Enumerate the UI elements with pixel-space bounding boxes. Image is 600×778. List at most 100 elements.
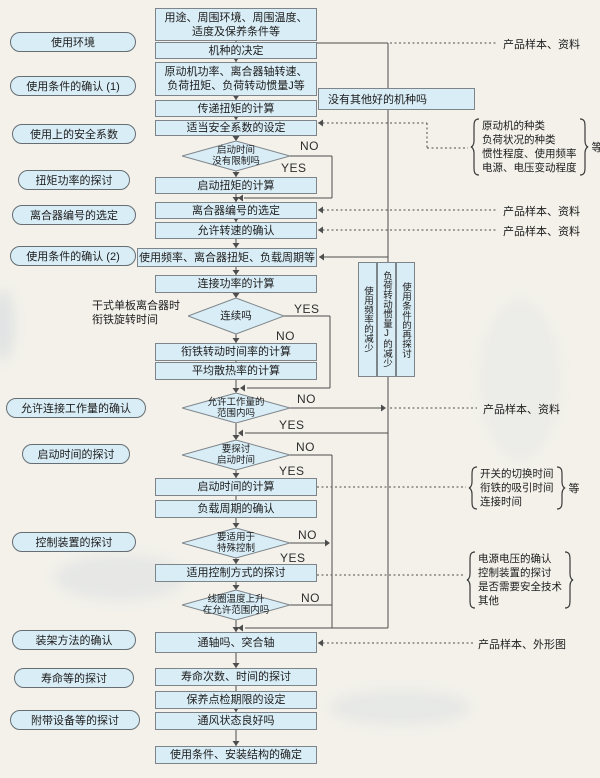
label-text: 使用条件的确认 (2)	[26, 251, 120, 263]
yes-label: YES	[294, 302, 320, 316]
yes-label: YES	[281, 161, 307, 175]
box-text: 使用条件、安装结构的确定	[170, 749, 302, 761]
box-text: 寿命次数、时间的探讨	[181, 671, 291, 683]
consideration-list-safety-factor: 原动机的种类 负荷状况的种类 惯性程度、使用频率 电源、电压变动程度 等	[470, 118, 600, 176]
box-text: 启动扭矩的计算	[197, 179, 275, 192]
left-brace-icon	[470, 118, 480, 176]
decision-text: 特殊控制	[216, 543, 255, 554]
right-brace-icon	[564, 551, 574, 609]
no-label: NO	[298, 528, 317, 542]
list-item: 控制装置的探讨	[478, 567, 552, 579]
list-item: 原动机的种类	[482, 120, 545, 132]
left-brace-icon	[468, 466, 478, 510]
decision-text: 允许工作量的	[207, 397, 265, 408]
label-torque-power-study: 扭矩功率的探讨	[18, 170, 130, 190]
consideration-list-control-device: 电源电压的确认 控制装置的探讨 是否需要安全技术 其他	[466, 551, 574, 609]
note-line: 衔铁旋转时间	[92, 314, 158, 326]
no-label: NO	[296, 440, 315, 454]
annotation-product-sample-allowable-speed: 产品样本、资料	[503, 226, 580, 238]
box-armature-rotation-time-rate-calc: 衔铁转动时间率的计算	[155, 343, 317, 361]
label-safety-factor: 使用上的安全系数	[12, 124, 136, 144]
box-duty-cycle-check: 负载周期的确认	[155, 500, 317, 518]
list-item: 其他	[478, 595, 499, 607]
label-text: 启动时间的探讨	[37, 449, 115, 461]
box-purpose-environment: 用途、周围环境、周围温度、适度及保养条件等	[155, 8, 317, 41]
box-text: 适当安全系数的设定	[186, 122, 286, 134]
label-text: 使用频率的减少	[362, 286, 373, 353]
label-control-device-study: 控制装置的探讨	[12, 532, 136, 552]
list-item: 是否需要安全技术	[478, 581, 562, 593]
label-usage-environment: 使用环境	[10, 32, 136, 52]
list-item: 连接时间	[480, 496, 522, 508]
note-line: 干式单板离合器时	[92, 300, 180, 312]
annotation-product-sample-top: 产品样本、资料	[503, 39, 580, 51]
yes-label: YES	[279, 418, 305, 432]
yes-label: YES	[279, 464, 305, 478]
label-text: 使用环境	[51, 37, 95, 49]
box-text: 适用控制方式的探讨	[186, 567, 286, 579]
decision-coil-temp-rise: 线圈温度上升在允许范围内吗	[182, 590, 290, 620]
box-ventilation-good: 通风状态良好吗	[155, 712, 317, 730]
box-text: 负载周期的确认	[197, 503, 275, 515]
box-maintenance-inspection-period: 保养点检期限的设定	[155, 691, 317, 709]
label-life-study: 寿命等的探讨	[14, 668, 134, 688]
box-text: 适度及保养条件等	[192, 25, 280, 38]
left-brace-icon	[466, 551, 476, 609]
annotation-product-outline: 产品样本、外形图	[478, 639, 566, 651]
box-text: 启动时间的计算	[197, 481, 275, 493]
label-text: 使用条件的确认 (1)	[26, 81, 120, 93]
list-item: 惯性程度、使用频率	[482, 148, 577, 160]
box-text: 使用频率、离合器扭矩、负载周期等	[139, 251, 315, 264]
decision-text: 要探讨	[221, 444, 251, 455]
box-life-cycles-time-study: 寿命次数、时间的探讨	[155, 668, 317, 686]
label-text: 负荷转动惯量J的减少	[381, 271, 392, 368]
list-item: 电源电压的确认	[478, 553, 552, 565]
label-text: 扭矩功率的探讨	[35, 175, 113, 187]
label-clutch-number-selection: 离合器编号的选定	[12, 205, 136, 225]
box-text: 允许转速的确认	[197, 224, 275, 237]
decision-text: 在允许范围内吗	[202, 605, 270, 616]
etc-label: 等	[591, 142, 600, 154]
box-through-shaft-butt-shaft: 通轴吗、突合轴	[155, 632, 317, 653]
label-text: 使用上的安全系数	[30, 129, 118, 141]
no-label: NO	[301, 591, 320, 605]
box-prime-mover-power: 原动机功率、离合器轴转速、负荷扭矩、负荷转动惯量J等	[155, 62, 317, 96]
box-transmission-torque-calc: 传递扭矩的计算	[155, 100, 317, 117]
label-starting-time-study: 启动时间的探讨	[22, 444, 130, 464]
box-text: 用途、周围环境、周围温度、	[164, 11, 308, 24]
annotation-product-sample-allowable-work: 产品样本、资料	[483, 404, 560, 416]
box-allowable-speed-check: 允许转速的确认	[155, 222, 317, 239]
box-text: 通轴吗、突合轴	[197, 636, 275, 649]
box-text: 通风状态良好吗	[197, 715, 275, 727]
label-text: 装架方法的确认	[35, 635, 113, 647]
etc-label: 等	[568, 483, 580, 495]
list-item: 负荷状况的种类	[482, 134, 556, 146]
box-text: 连接功率的计算	[197, 278, 275, 290]
box-safety-factor-setting: 适当安全系数的设定	[155, 120, 317, 136]
label-text: 控制装置的探讨	[35, 537, 113, 549]
label-text: 使用条件的再探讨	[400, 281, 411, 358]
label-mounting-method: 装架方法的确认	[12, 630, 136, 650]
box-text: 没有其他好的机种吗	[328, 94, 427, 106]
no-label: NO	[300, 139, 319, 153]
feedback-label-usage-conditions-restudy: 使用条件的再探讨	[396, 262, 415, 377]
box-connection-power-calc: 连接功率的计算	[155, 275, 317, 293]
box-text: 负荷扭矩、负荷转动惯量J等	[167, 80, 305, 92]
box-text: 原动机功率、离合器轴转速、	[164, 66, 308, 78]
decision-text: 启动时间	[216, 145, 255, 156]
box-starting-torque-calc: 启动扭矩的计算	[155, 177, 317, 194]
list-item: 开关的切换时间	[480, 468, 554, 480]
decision-text: 启动时间	[216, 455, 255, 466]
decision-text: 连续吗	[220, 309, 252, 322]
label-text: 允许连接工作量的确认	[21, 403, 131, 415]
box-text: 保养点检期限的设定	[186, 694, 286, 706]
no-label: NO	[276, 329, 295, 343]
list-item: 衔铁的吸引时间	[480, 482, 554, 494]
box-no-better-model: 没有其他好的机种吗	[318, 88, 475, 110]
decision-continuous: 连续吗	[188, 298, 284, 334]
label-text: 附带设备等的探讨	[31, 715, 119, 727]
box-average-heat-dissipation-calc: 平均散热率的计算	[155, 362, 317, 380]
annotation-product-sample-clutch-number: 产品样本、资料	[503, 206, 580, 218]
decision-study-starting-time: 要探讨启动时间	[182, 440, 290, 470]
